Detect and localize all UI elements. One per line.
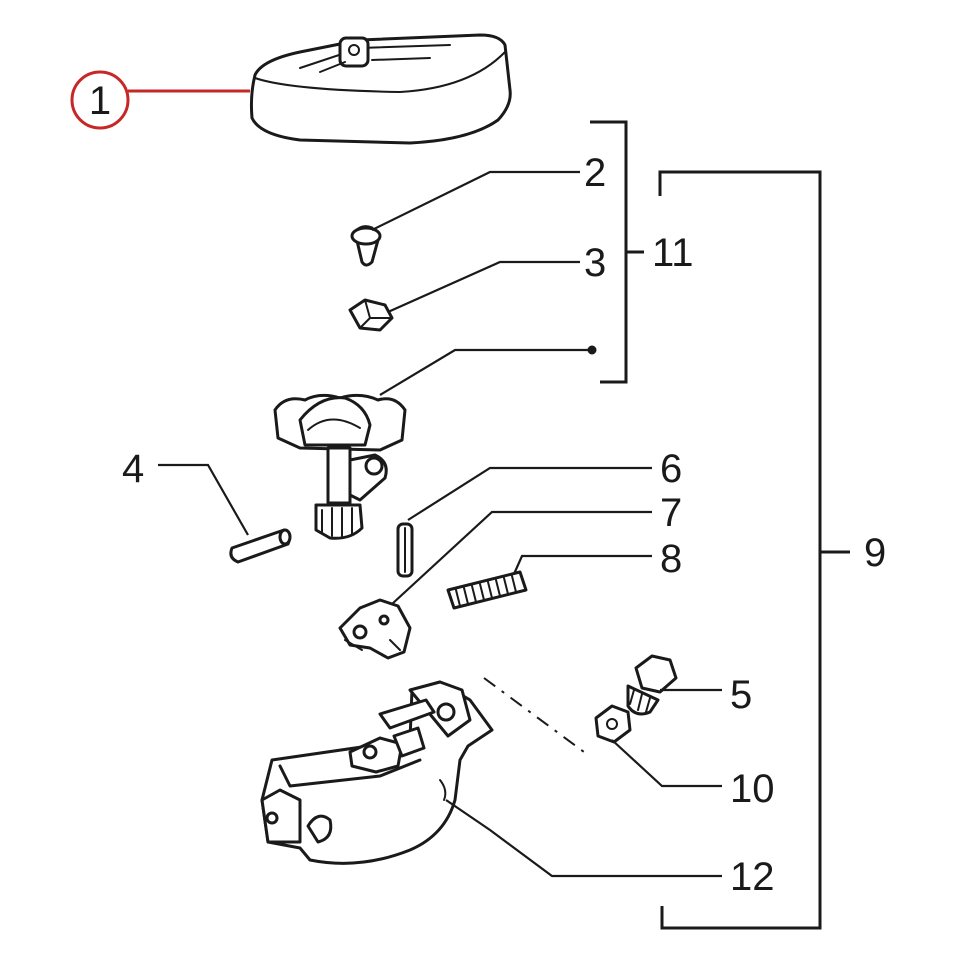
callout-6-leader (407, 466, 652, 521)
callout-10-label: 10 (730, 767, 775, 811)
callout-4-label: 4 (122, 447, 144, 491)
part-10-nut (594, 704, 632, 744)
callout-7-label: 7 (660, 491, 682, 535)
part-4-pin (229, 528, 292, 564)
part-6-roll-pin (396, 522, 414, 578)
callout-2-leader (371, 170, 580, 231)
part-1-cover (249, 33, 512, 145)
callout-1-circle (70, 70, 130, 130)
callout-3-leader (387, 260, 580, 314)
part-5-bolt (626, 654, 678, 716)
part-2-bolt (350, 225, 382, 267)
callout-1: 1 (70, 70, 250, 130)
callout-6-label: 6 (660, 447, 682, 491)
callout-7-leader (391, 510, 652, 605)
part-12-housing (260, 680, 494, 865)
callout-12-label: 12 (730, 855, 775, 899)
callout-11-label: 11 (652, 231, 694, 275)
callout-4-leader (158, 463, 249, 536)
callout-12-leader (445, 799, 722, 878)
callout-1-label: 1 (89, 79, 111, 123)
part-3-nut (348, 298, 394, 332)
callout-8-leader (512, 554, 652, 575)
unlabeled-leader (379, 348, 590, 396)
callout-9-label: 9 (864, 531, 886, 575)
callout-2-label: 2 (584, 151, 606, 195)
part-8-spring (446, 570, 528, 610)
bracket-9 (658, 170, 822, 930)
assembly-axis (483, 677, 585, 753)
callout-3-label: 3 (584, 241, 606, 285)
callout-8-label: 8 (660, 537, 682, 581)
part-lever-assembly (273, 393, 407, 540)
callout-5-label: 5 (730, 673, 752, 717)
callout-10-leader (611, 739, 722, 788)
part-7-latch (338, 598, 412, 660)
leader-dot (587, 345, 597, 355)
